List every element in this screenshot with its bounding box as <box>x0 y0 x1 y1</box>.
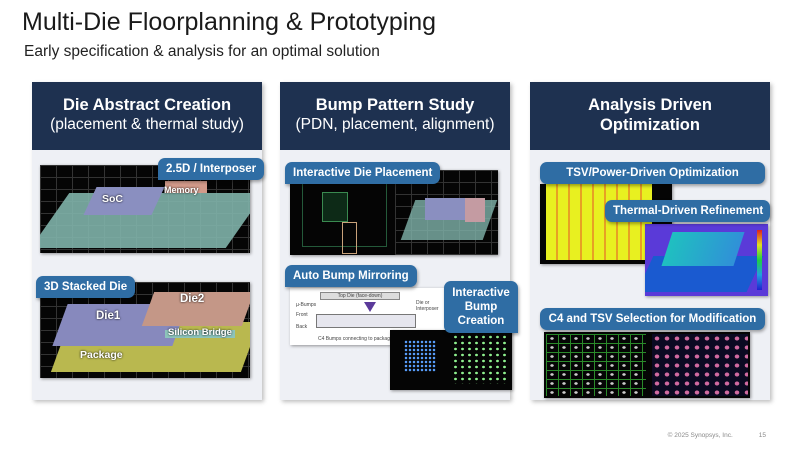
bump-creation-image <box>390 330 512 390</box>
interposer-image: SoC Memory <box>40 165 250 253</box>
panel-header: Bump Pattern Study (PDN, placement, align… <box>280 82 510 150</box>
c4-tsv-image <box>544 332 750 398</box>
ubumps-label: µ-Bumps <box>296 302 317 308</box>
silicon-bridge-label: Silicon Bridge <box>168 327 232 338</box>
panel-header: Analysis Driven Optimization <box>530 82 770 150</box>
die-placement-image <box>290 170 498 255</box>
tag-die-placement: Interactive Die Placement <box>285 162 441 184</box>
panel-title: Bump Pattern Study <box>315 96 475 114</box>
memory-label: Memory <box>164 185 199 195</box>
tag-bump-mirroring: Auto Bump Mirroring <box>285 265 417 287</box>
stacked-die-image: Die1 Die2 Silicon Bridge Package <box>40 282 250 378</box>
panel-subtitle: (placement & thermal study) <box>50 116 244 133</box>
tag-interposer: 2.5D / Interposer <box>158 158 265 180</box>
front-label: Front <box>296 312 308 318</box>
page-number: 15 <box>758 432 766 439</box>
tag-tsv-power: TSV/Power-Driven Optimization <box>540 162 765 184</box>
tag-bump-creation: Interactive Bump Creation <box>444 281 518 333</box>
panel-header: Die Abstract Creation (placement & therma… <box>32 82 262 150</box>
soc-label: SoC <box>102 193 123 205</box>
die-interposer-label: Die or Interposer <box>416 300 439 312</box>
package-label: Package <box>80 349 123 361</box>
c4-label: C4 Bumps connecting to package <box>318 336 393 342</box>
back-label: Back <box>296 324 308 330</box>
arrow-down-icon <box>364 302 376 312</box>
footer: © 2025 Synopsys, Inc. 15 <box>668 432 766 439</box>
panel-subtitle: (PDN, placement, alignment) <box>295 116 495 133</box>
tag-thermal: Thermal-Driven Refinement <box>605 200 770 222</box>
tsv-heatmap-image <box>540 184 672 264</box>
panel-title: Analysis Driven Optimization <box>588 96 712 134</box>
copyright: © 2025 Synopsys, Inc. <box>667 432 733 439</box>
thermal-image <box>645 224 768 296</box>
slide-title: Multi-Die Floorplanning & Prototyping <box>22 8 437 36</box>
slide-subtitle: Early specification & analysis for an op… <box>24 43 380 60</box>
die1-label: Die1 <box>96 310 121 322</box>
panel-title: Die Abstract Creation <box>62 96 232 114</box>
die2-label: Die2 <box>180 293 205 305</box>
tag-c4-tsv: C4 and TSV Selection for Modification <box>540 308 765 330</box>
top-die-label: Top Die (face-down) <box>320 292 400 300</box>
tag-3d-stacked: 3D Stacked Die <box>36 276 136 298</box>
